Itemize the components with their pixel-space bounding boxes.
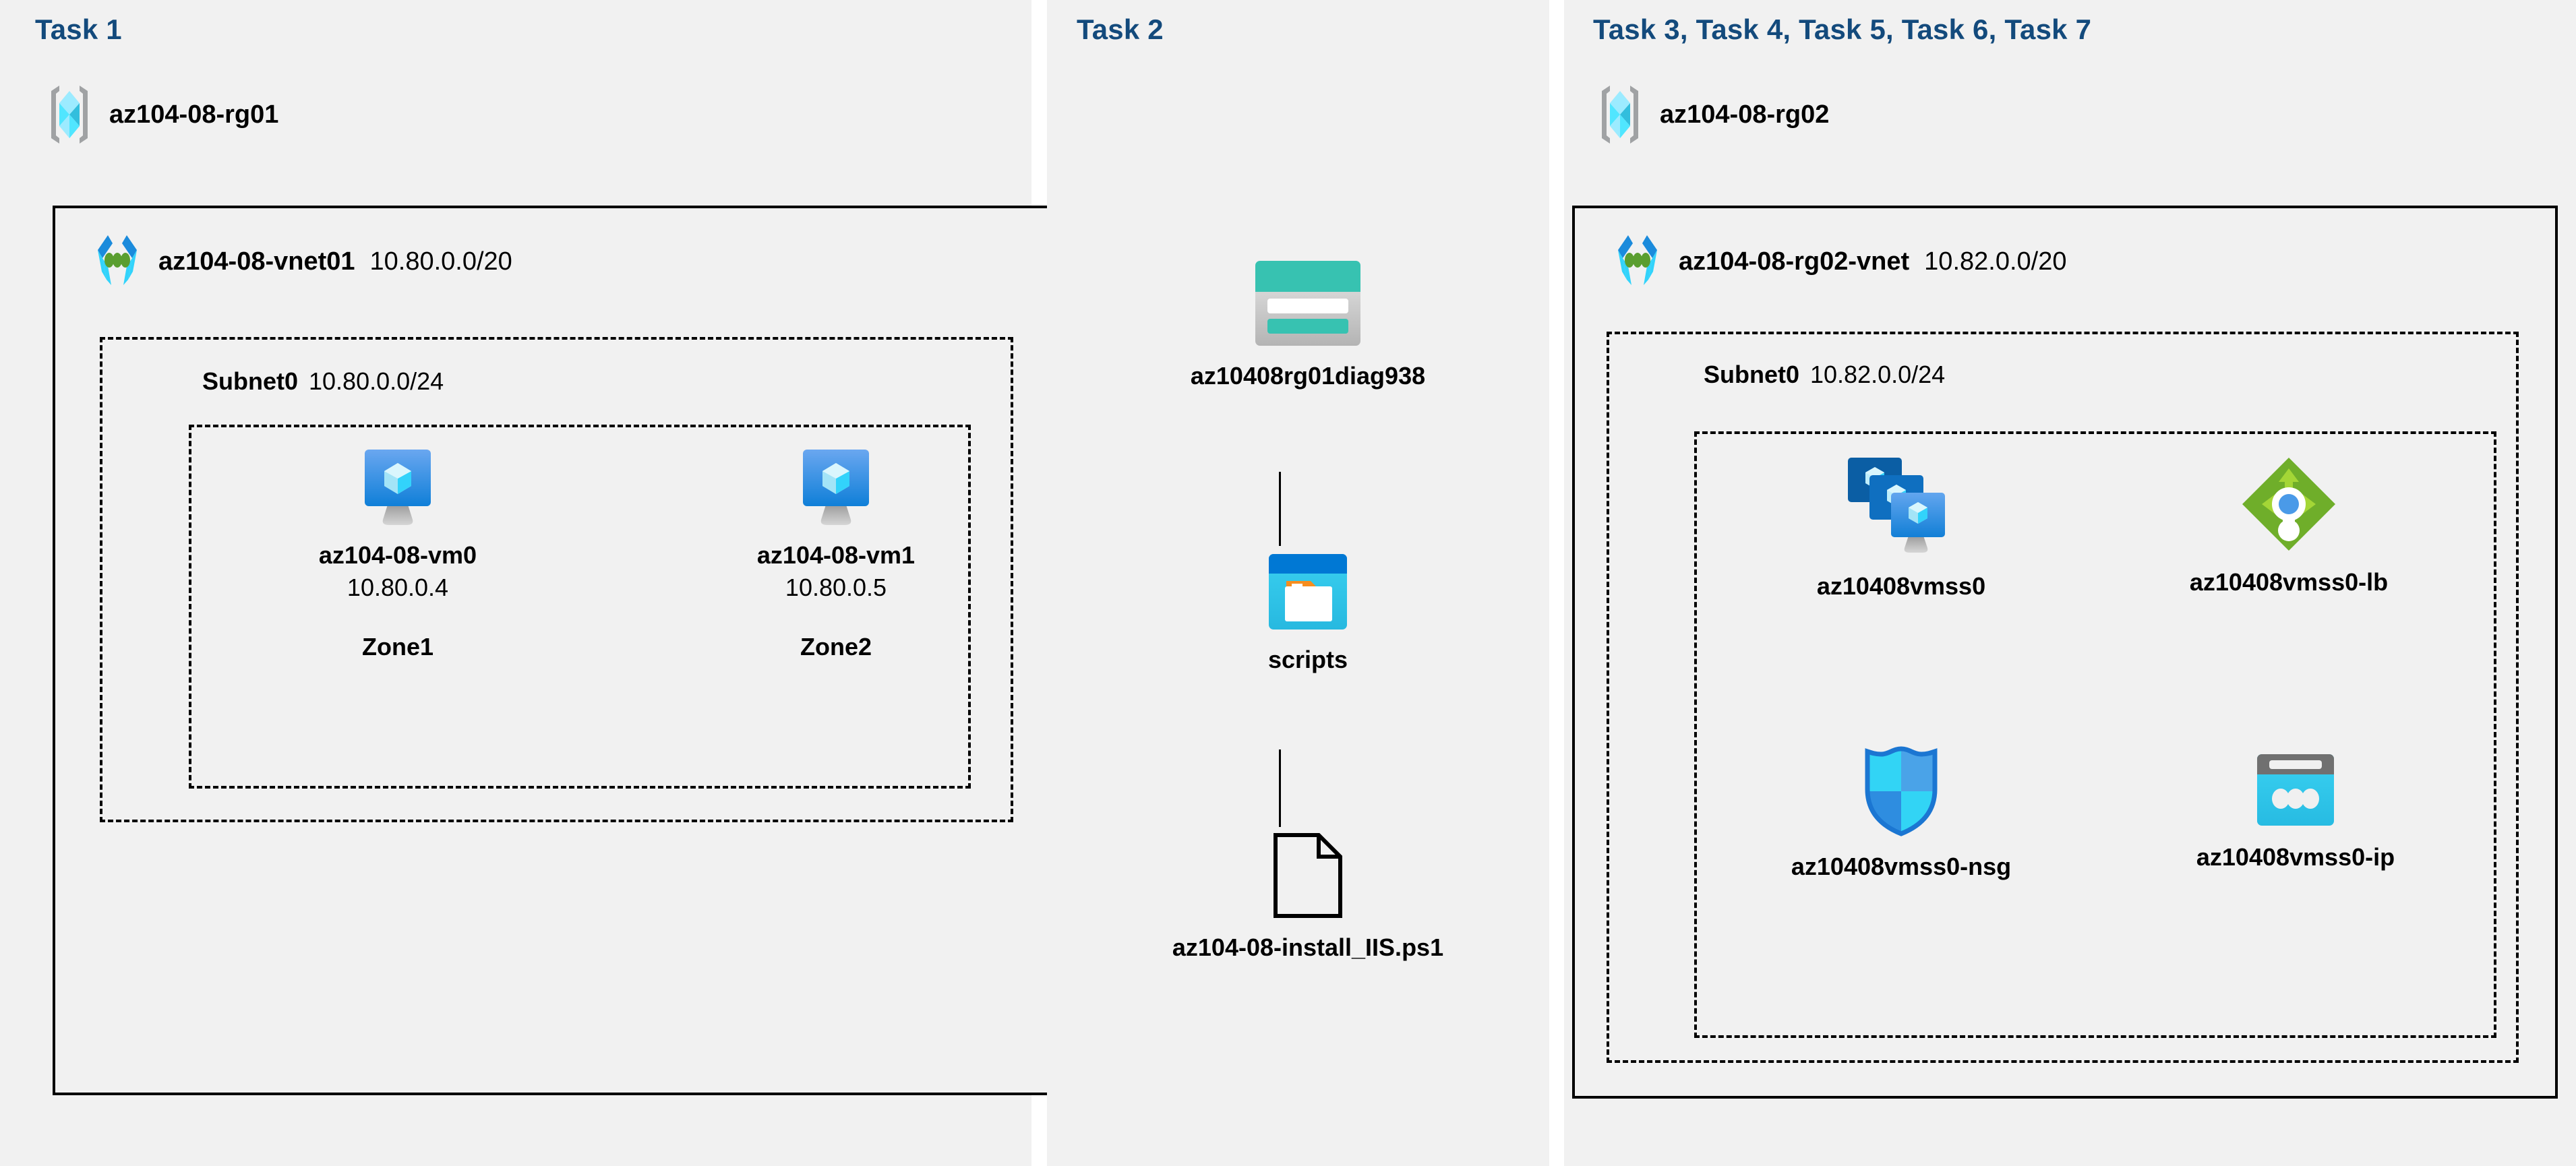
resource-script-file[interactable]: az104-08-install_IIS.ps1 (1075, 832, 1540, 962)
container-name: scripts (1267, 646, 1348, 673)
vnet-row-task1: az104-08-vnet01 10.80.0.0/20 (91, 233, 512, 290)
blob-container-icon (1267, 553, 1348, 631)
virtual-machine-icon (796, 448, 876, 526)
network-security-group-icon (1859, 745, 1943, 838)
resource-load-balancer[interactable]: az10408vmss0-lb (2127, 455, 2451, 596)
connector-storage-to-container (1279, 472, 1281, 546)
task2-title: Task 2 (1077, 13, 1164, 45)
vnet-name: az104-08-vnet01 (158, 247, 355, 276)
vm-name: az104-08-vm0 (318, 541, 477, 569)
resource-vm0[interactable]: az104-08-vm0 10.80.0.4 Zone1 (270, 448, 526, 661)
subnet-header-task1: Subnet0 10.80.0.0/24 (202, 367, 444, 396)
load-balancer-icon (2240, 455, 2338, 553)
resource-group-row-rg01: az104-08-rg01 (47, 84, 278, 145)
virtual-network-icon (91, 233, 144, 290)
vmss-name: az10408vmss0 (1816, 572, 1986, 600)
resource-group-label: az104-08-rg01 (109, 100, 279, 129)
resource-vm-scale-set[interactable]: az10408vmss0 (1739, 455, 2063, 601)
subnet-box-task1 (100, 337, 1013, 822)
resource-blob-container[interactable]: scripts (1187, 553, 1429, 674)
subnet-cidr: 10.82.0.0/24 (1810, 361, 1946, 388)
document-file-icon (1271, 832, 1344, 919)
resource-group-inner-box (1694, 431, 2496, 1038)
file-name: az104-08-install_IIS.ps1 (1172, 933, 1444, 961)
load-balancer-name: az10408vmss0-lb (2189, 568, 2389, 596)
resource-storage-account[interactable]: az10408rg01diag938 (1133, 259, 1483, 390)
vnet-name: az104-08-rg02-vnet (1679, 247, 1910, 276)
task3-title: Task 3, Task 4, Task 5, Task 6, Task 7 (1593, 13, 2092, 45)
subnet-header-task3: Subnet0 10.82.0.0/24 (1704, 361, 1945, 389)
nsg-name: az10408vmss0-nsg (1791, 853, 2012, 880)
subnet-name: Subnet0 (202, 367, 299, 395)
public-ip-address-icon (2254, 751, 2337, 828)
virtual-machine-icon (358, 448, 438, 526)
vnet-row-task3: az104-08-rg02-vnet 10.82.0.0/20 (1611, 233, 2066, 290)
public-ip-name: az10408vmss0-ip (2196, 843, 2395, 871)
availability-zone-box (189, 425, 971, 789)
resource-public-ip-address[interactable]: az10408vmss0-ip (2137, 751, 2454, 871)
storage-account-name: az10408rg01diag938 (1190, 362, 1426, 390)
subnet-cidr: 10.80.0.0/24 (309, 367, 444, 395)
vm-scale-set-icon (1844, 455, 1958, 557)
storage-account-icon (1254, 259, 1362, 347)
resource-vm1[interactable]: az104-08-vm1 10.80.0.5 Zone2 (708, 448, 964, 661)
virtual-network-icon (1611, 233, 1664, 290)
connector-container-to-file (1279, 749, 1281, 827)
resource-group-label: az104-08-rg02 (1660, 100, 1830, 129)
resource-group-icon (47, 84, 92, 145)
subnet-box-task3 (1607, 332, 2519, 1063)
task1-title: Task 1 (35, 13, 122, 45)
subnet-name: Subnet0 (1704, 361, 1800, 388)
vm-ip: 10.80.0.4 (347, 574, 449, 601)
vm-zone: Zone1 (361, 633, 433, 661)
vm-name: az104-08-vm1 (756, 541, 916, 569)
vnet-cidr: 10.82.0.0/20 (1924, 247, 2067, 276)
vm-zone: Zone2 (800, 633, 872, 661)
resource-group-icon (1598, 84, 1642, 145)
resource-network-security-group[interactable]: az10408vmss0-nsg (1733, 745, 2070, 881)
vnet-cidr: 10.80.0.0/20 (369, 247, 512, 276)
resource-group-row-rg02: az104-08-rg02 (1598, 84, 1829, 145)
vm-ip: 10.80.0.5 (785, 574, 887, 601)
vnet-box-task3 (1572, 206, 2558, 1099)
